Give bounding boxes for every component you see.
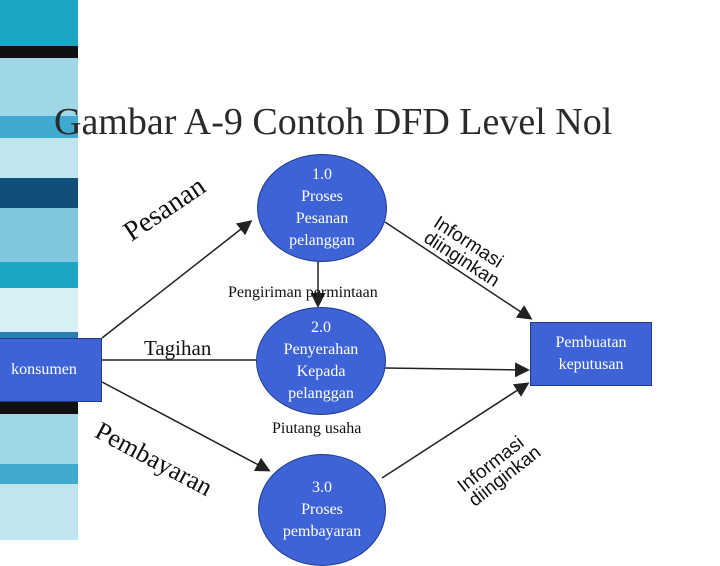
entity-konsumen-label: konsumen bbox=[11, 361, 77, 378]
arrow-piutang bbox=[384, 362, 530, 378]
flow-label-piutang: Piutang usaha bbox=[272, 420, 362, 437]
entity-konsumen[interactable]: konsumen bbox=[0, 338, 102, 402]
stripe-band bbox=[0, 116, 78, 138]
process-1-label: 1.0 Proses Pesanan pelanggan bbox=[289, 166, 355, 249]
stripe-band bbox=[0, 0, 78, 46]
stripe-band bbox=[0, 414, 78, 464]
entity-keputusan-label: Pembuatan keputusan bbox=[555, 334, 627, 373]
entity-pembuatan-keputusan[interactable]: Pembuatan keputusan bbox=[530, 322, 652, 386]
stripe-band bbox=[0, 46, 78, 58]
process-2-label: 2.0 Penyerahan Kepada pelanggan bbox=[283, 319, 359, 402]
arrow-pembayaran bbox=[101, 381, 271, 472]
process-2-penyerahan[interactable]: 2.0 Penyerahan Kepada pelanggan bbox=[256, 307, 386, 415]
slide-title: Gambar A-9 Contoh DFD Level Nol bbox=[54, 101, 613, 143]
flow-label-pengiriman: Pengiriman permintaan bbox=[228, 284, 378, 301]
stripe-band bbox=[0, 464, 78, 484]
stripe-band bbox=[0, 484, 78, 540]
arrow-informasi-bottom bbox=[381, 382, 530, 479]
flow-label-tagihan: Tagihan bbox=[144, 336, 212, 360]
stripe-band bbox=[0, 138, 78, 178]
process-1-proses-pesanan[interactable]: 1.0 Proses Pesanan pelanggan bbox=[257, 154, 387, 262]
arrow-pesanan bbox=[101, 220, 253, 339]
stripe-band bbox=[0, 208, 78, 262]
process-3-label: 3.0 Proses pembayaran bbox=[282, 479, 362, 540]
arrow-informasi-top bbox=[384, 221, 533, 320]
stripe-band bbox=[0, 58, 78, 116]
stripe-band bbox=[0, 288, 78, 332]
flow-arrows bbox=[61, 220, 533, 479]
stripe-band bbox=[0, 178, 78, 208]
process-3-proses-pembayaran[interactable]: 3.0 Proses pembayaran bbox=[258, 454, 386, 566]
stripe-band bbox=[0, 262, 78, 288]
